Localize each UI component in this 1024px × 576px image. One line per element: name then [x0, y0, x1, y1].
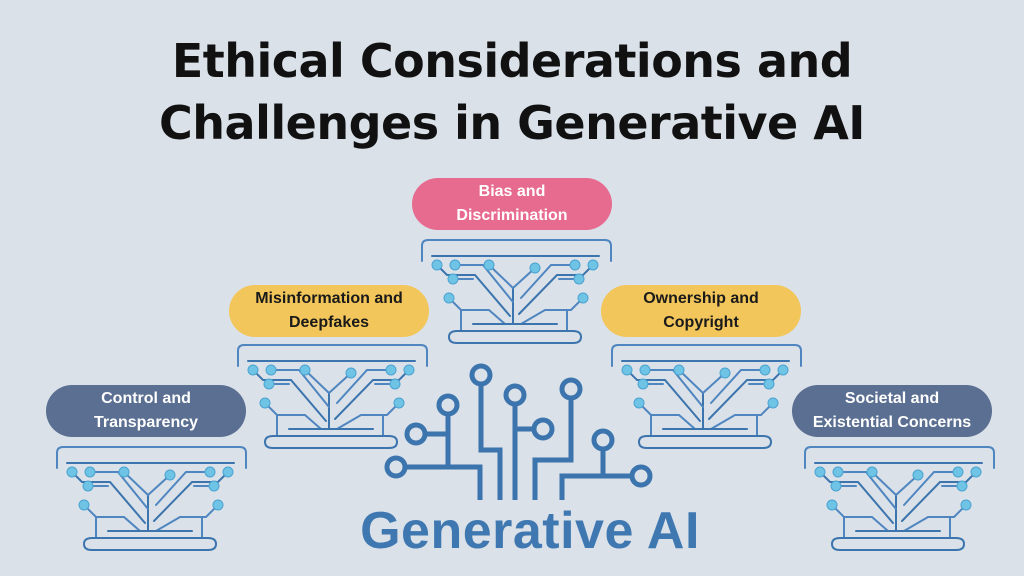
node-label-line-2: Transparency — [93, 414, 199, 431]
node-label-line-2: Deepfakes — [288, 314, 370, 331]
center-label: Generative AI — [360, 502, 700, 560]
node-bias-and-discrimination: Bias and Discrimination — [412, 178, 612, 230]
node-control-and-transparency: Control and Transparency — [46, 385, 246, 437]
node-label-line-2: Copyright — [663, 314, 739, 331]
node-ownership-and-copyright: Ownership and Copyright — [601, 285, 801, 337]
node-label-line-1: Bias and — [478, 183, 546, 200]
title-line-1: Ethical Considerations and — [171, 34, 853, 88]
page-title: Ethical Considerations and Challenges in… — [0, 30, 1024, 154]
node-label-line-1: Societal and — [844, 390, 940, 407]
title-line-2: Challenges in Generative AI — [159, 96, 865, 150]
node-label-line-1: Misinformation and — [255, 290, 403, 307]
node-label-line-1: Control and — [101, 390, 191, 407]
node-label-line-2: Discrimination — [456, 207, 568, 224]
circuit-tree-icon — [421, 239, 612, 344]
node-label-line-2: Existential Concerns — [812, 414, 972, 431]
circuit-tree-icon — [56, 446, 247, 551]
node-societal-and-existential-concerns: Societal and Existential Concerns — [792, 385, 992, 437]
circuit-tree-icon — [804, 446, 995, 551]
node-misinformation-and-deepfakes: Misinformation and Deepfakes — [229, 285, 429, 337]
circuit-icon — [384, 363, 653, 500]
node-label-line-1: Ownership and — [643, 290, 759, 307]
